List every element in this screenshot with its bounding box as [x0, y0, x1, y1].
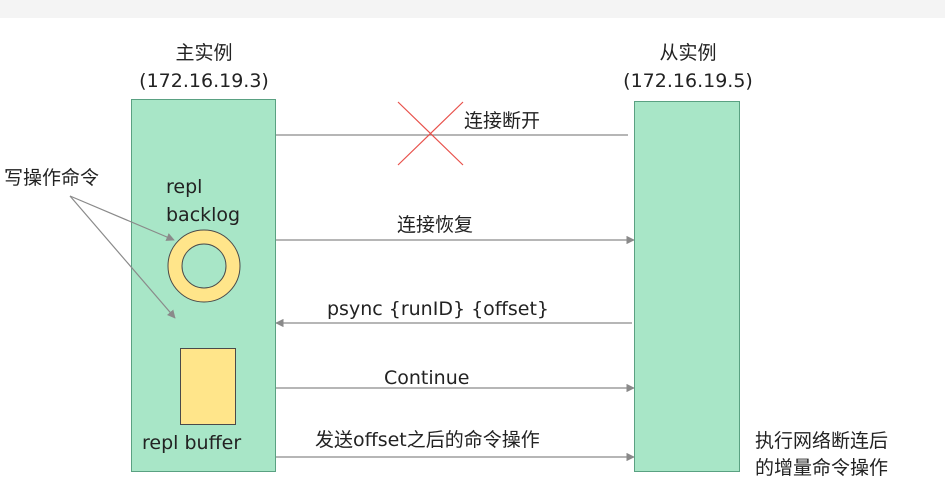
right-annotation-line-2: 的增量命令操作: [755, 457, 889, 479]
buffer-label: repl buffer: [142, 432, 242, 454]
message-label-reconnect: 连接恢复: [397, 214, 474, 236]
message-label-send-commands: 发送offset之后的命令操作: [315, 429, 540, 451]
cross-stroke-b: [397, 101, 464, 166]
right-annotation-line-1: 执行网络断连后: [755, 430, 889, 452]
repl-buffer-block: [180, 348, 236, 425]
backlog-label-line-1: repl: [166, 176, 203, 198]
replica-ip: (172.16.19.5): [623, 70, 753, 92]
backlog-label-line-2: backlog: [166, 204, 241, 226]
master-ip: (172.16.19.3): [139, 70, 269, 92]
message-label-disconnect: 连接断开: [464, 110, 541, 132]
master-title: 主实例: [175, 42, 233, 64]
message-label-continue: Continue: [384, 367, 470, 389]
left-annotation: 写操作命令: [4, 167, 100, 189]
replica-instance: [634, 101, 740, 472]
replica-title: 从实例: [659, 42, 717, 64]
message-label-psync: psync {runID} {offset}: [327, 298, 550, 320]
